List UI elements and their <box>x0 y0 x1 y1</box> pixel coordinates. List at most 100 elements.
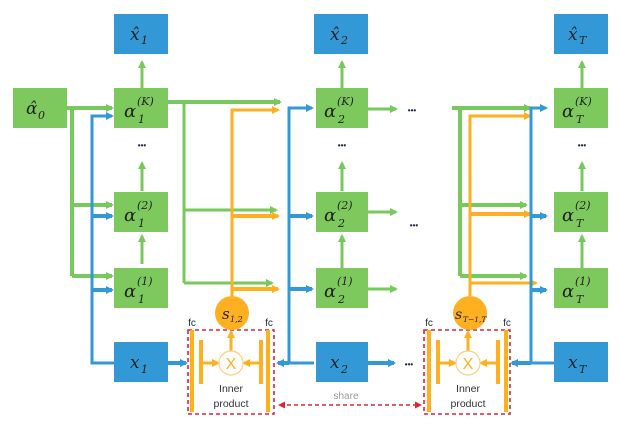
node-alpha-T-1: α T (1) <box>554 268 608 308</box>
svg-text:α: α <box>324 101 336 122</box>
inner-product-block-T: X Inner product fc fc <box>423 318 511 415</box>
svg-text:1: 1 <box>138 113 145 126</box>
svg-text:α: α <box>124 281 136 302</box>
s12-base: s <box>222 305 230 323</box>
node-x-hat-T: x̂ T <box>554 14 608 54</box>
node-x-2: x 2 <box>316 342 368 382</box>
svg-text:T: T <box>579 34 588 47</box>
column-1: x̂ 1 α 1 (K) ••• α 1 (2) α 1 (1) x 1 <box>114 14 168 382</box>
ellipsis-col1: ••• <box>138 141 147 150</box>
alpha0-base: α̂ <box>26 99 38 119</box>
multiply-icon: X <box>226 356 237 373</box>
svg-text:α: α <box>562 205 574 226</box>
svg-text:(K): (K) <box>137 95 154 108</box>
svg-text:2: 2 <box>340 34 348 47</box>
fc-bar-right-inner <box>259 340 263 384</box>
edge-s12-up <box>230 106 280 296</box>
fc-label-right: fc <box>265 318 273 329</box>
multiply-node <box>455 350 481 376</box>
ellipsis-row-mid: ••• <box>410 221 419 230</box>
fc-bar-left-outer <box>190 330 194 412</box>
node-alpha-2-K: α 2 (K) <box>316 88 368 128</box>
svg-text:T: T <box>579 363 588 376</box>
svg-text:T: T <box>576 217 585 230</box>
svg-text:1: 1 <box>141 363 148 376</box>
blue-connections <box>90 104 554 367</box>
svg-text:x̂: x̂ <box>330 25 340 45</box>
xhat1-sub: 1 <box>141 34 148 47</box>
node-x-1: x 1 <box>114 342 168 382</box>
green-connections <box>66 60 586 293</box>
node-x-T: x T <box>554 342 608 382</box>
node-alpha-T-2: α T (2) <box>554 192 608 232</box>
node-alpha-1-2: α 1 (2) <box>114 192 168 232</box>
svg-text:α: α <box>124 205 136 226</box>
node-alpha-2-1: α 2 (1) <box>316 268 368 308</box>
svg-text:T: T <box>576 113 585 126</box>
s12-sub: 1,2 <box>230 315 243 324</box>
node-alpha-1-1: α 1 (1) <box>114 268 168 308</box>
svg-text:(1): (1) <box>137 275 153 288</box>
fc-label-left: fc <box>188 318 196 329</box>
orange-connections <box>230 106 538 296</box>
ellipsis-row-K: ••• <box>408 106 417 115</box>
multiply-icon: X <box>463 356 474 373</box>
svg-text:2: 2 <box>340 363 348 376</box>
alpha0-sub: 0 <box>38 109 45 122</box>
node-x-hat-1: x̂ 1 <box>114 14 168 54</box>
svg-text:(1): (1) <box>337 275 353 288</box>
sT-base: s <box>455 307 462 323</box>
share-connection: share <box>278 391 422 409</box>
edge-sT-up <box>468 112 532 296</box>
fc-bar-right-outer <box>504 330 508 412</box>
similarity-node-sT: s T−1,T <box>453 296 487 330</box>
ellipsis-row-x: ••• <box>405 360 414 369</box>
svg-text:(2): (2) <box>575 199 591 212</box>
svg-text:1: 1 <box>138 217 145 230</box>
svg-text:(1): (1) <box>575 275 591 288</box>
column-2: x̂ 2 α 2 (K) ••• α 2 (2) α 2 (1) x 2 <box>314 14 368 382</box>
svg-text:α: α <box>562 101 574 122</box>
fc-bar-left-outer <box>427 330 431 412</box>
svg-text:2: 2 <box>337 113 345 126</box>
svg-text:2: 2 <box>337 217 345 230</box>
svg-text:x: x <box>330 353 340 373</box>
svg-text:x: x <box>568 353 578 373</box>
multiply-node <box>218 350 244 376</box>
svg-text:x̂: x̂ <box>568 25 578 45</box>
svg-text:T: T <box>576 293 585 306</box>
ellipsis-col2: ••• <box>338 141 347 150</box>
node-alpha-T-K: α T (K) <box>554 88 608 128</box>
fc-bar-right-outer <box>266 330 270 412</box>
inner-product-block-1: X Inner product fc fc <box>187 318 275 415</box>
edge-x1-feed <box>90 112 114 365</box>
svg-text:α: α <box>124 101 136 122</box>
svg-text:2: 2 <box>337 293 345 306</box>
fc-label-right: fc <box>503 318 511 329</box>
share-label: share <box>333 391 358 402</box>
ellipsis-colT: ••• <box>578 141 587 150</box>
edge-x2-feed <box>287 104 314 365</box>
similarity-node-s12: s 1,2 <box>215 296 249 330</box>
fc-bar-left-inner <box>199 340 203 384</box>
svg-text:(2): (2) <box>337 199 353 212</box>
product-label: product <box>450 398 485 410</box>
node-alpha-2-2: α 2 (2) <box>316 192 368 232</box>
inner-label: Inner <box>219 383 243 395</box>
svg-text:α: α <box>324 281 336 302</box>
svg-text:α: α <box>324 205 336 226</box>
inner-label: Inner <box>456 383 480 395</box>
svg-text:1: 1 <box>138 293 145 306</box>
edge-xT-feed <box>529 104 554 365</box>
svg-text:(K): (K) <box>337 95 354 108</box>
fc-label-left: fc <box>425 318 433 329</box>
xhat1-base: x̂ <box>130 25 140 45</box>
node-alpha-1-K: α 1 (K) <box>114 88 168 128</box>
sT-sub: T−1,T <box>463 315 487 324</box>
svg-text:(K): (K) <box>575 95 592 108</box>
svg-text:α: α <box>562 281 574 302</box>
column-T: x̂ T α T (K) ••• α T (2) α T (1) x T <box>554 14 608 382</box>
product-label: product <box>213 398 248 410</box>
fc-bar-right-inner <box>496 340 500 384</box>
